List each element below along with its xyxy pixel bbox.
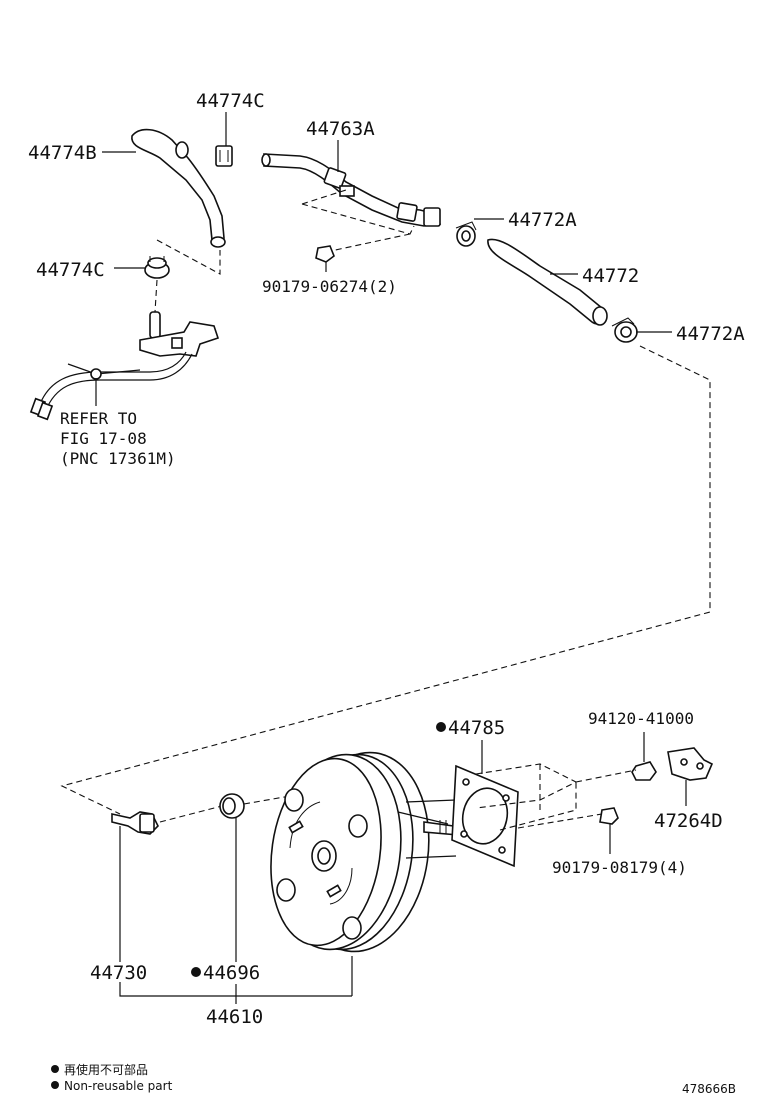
pipe-assembly-ref [29,311,220,421]
grommet-44696 [219,793,245,819]
clamp-44774c-left [144,256,170,279]
check-valve-44730 [111,811,159,835]
legend-marker-jp [51,1065,59,1073]
clamp-44774c-top [215,145,233,167]
label-44772a-top: 44772A [508,209,577,231]
nut-90179-08179 [599,807,619,825]
hose-44774b [131,128,226,248]
label-44696: 44696 [203,962,260,984]
label-44785: 44785 [448,717,505,739]
hose-44763a [261,153,442,227]
brake-booster-44610 [270,751,472,953]
gasket-44785 [451,764,519,868]
refer-line-3: (PNC 17361M) [60,449,176,468]
bracket-47264d [667,747,714,781]
label-44774b: 44774B [28,142,97,164]
hose-44772 [487,238,608,326]
refer-line-1: REFER TO [60,409,137,428]
label-44730: 44730 [90,962,147,984]
label-90179-06274: 90179-06274(2) [262,277,397,296]
legend-en: Non-reusable part [64,1079,173,1093]
label-44772a-right: 44772A [676,323,745,345]
label-90179-08179: 90179-08179(4) [552,858,687,877]
non-reusable-marker [436,722,446,732]
clamp-44772a-top [455,221,477,247]
label-44774c-left: 44774C [36,259,105,281]
label-44774c-top: 44774C [196,90,265,112]
legend-marker-en [51,1081,59,1089]
label-44763a: 44763A [306,118,375,140]
diagram-id: 478666B [682,1082,736,1096]
label-94120-41000: 94120-41000 [588,709,694,728]
nut-90179-06274 [315,245,335,263]
non-reusable-marker [191,967,201,977]
nut-94120-41000 [631,761,657,781]
clamp-44772a-right [611,317,638,343]
legend-jp: 再使用不可部品 [64,1062,148,1077]
label-44610: 44610 [206,1006,263,1028]
label-44772: 44772 [582,265,639,287]
label-47264d: 47264D [654,810,723,832]
refer-line-2: FIG 17-08 [60,429,147,448]
